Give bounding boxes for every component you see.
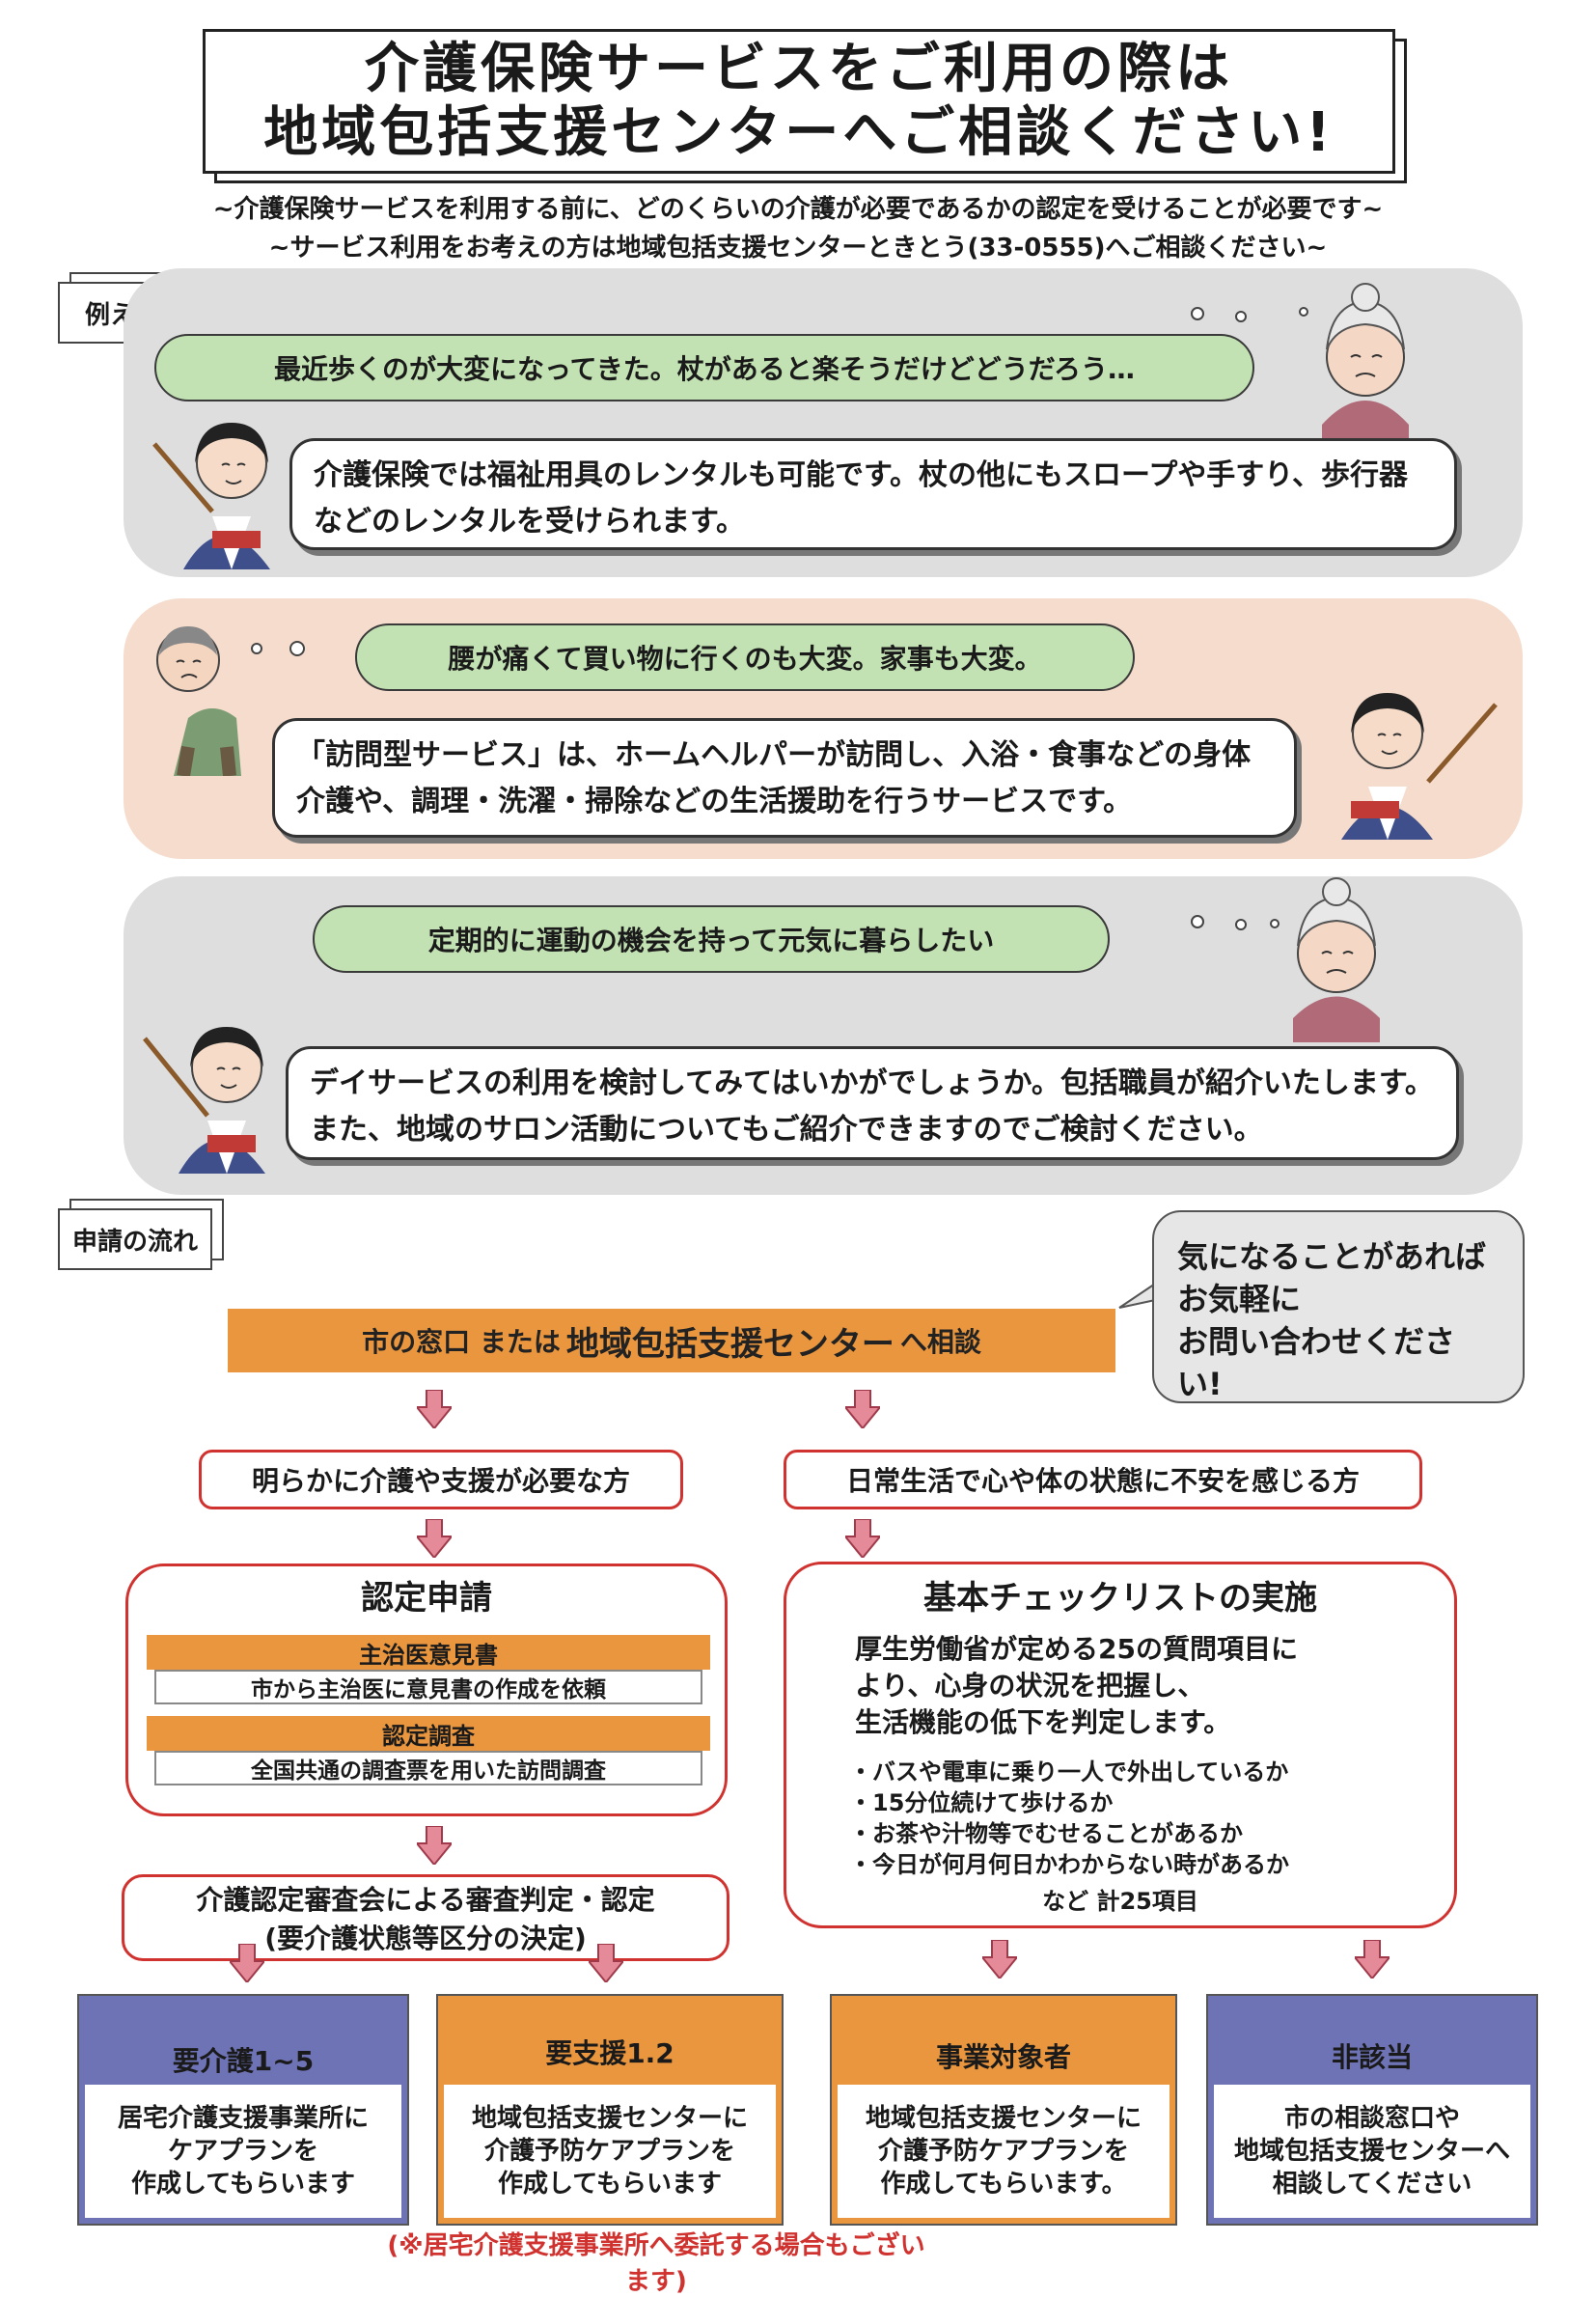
elderly-woman-icon [1293, 877, 1380, 1042]
nintei-title: 認定申請 [361, 1579, 492, 1618]
checklist-box [784, 1562, 1457, 1928]
thought-dot [289, 641, 305, 656]
example-question-1: 最近歩くのが大変になってきた。杖があると楽そうだけどどうだろう… [154, 334, 1254, 401]
consult-suffix: へ相談 [899, 1326, 981, 1358]
review-line-1: 介護認定審査会による審査判定・認定 [196, 1884, 655, 1916]
down-arrow-icon [845, 1519, 880, 1558]
speech-line-1: 気になることがあれば [1177, 1238, 1487, 1275]
inquiry-speech-bubble: 気になることがあれば お気軽に お問い合わせください! [1152, 1210, 1525, 1403]
survey-head: 認定調査 [147, 1716, 710, 1751]
speech-line-3: お問い合わせください! [1177, 1323, 1456, 1402]
consult-prefix: 市の窓口 または [362, 1326, 561, 1358]
checklist-desc-3: 生活機能の低下を判定します。 [855, 1706, 1231, 1738]
doctor-opinion-body: 市から主治医に意見書の作成を依頼 [154, 1670, 702, 1704]
example-answer-3: デイサービスの利用を検討してみてはいかがでしょうか。包括職員が紹介いたします。ま… [286, 1046, 1459, 1160]
down-arrow-icon [1355, 1940, 1390, 1979]
example-answer-1: 介護保険では福祉用具のレンタルも可能です。杖の他にもスロープや手すり、歩行器など… [289, 438, 1457, 550]
thought-dot [1191, 915, 1204, 928]
review-line-2: (要介護状態等区分の決定) [264, 1923, 587, 1954]
consult-center: 地域包括支援センター [565, 1324, 894, 1364]
staff-teacher-icon [152, 423, 270, 569]
branch-anxiety: 日常生活で心や体の状態に不安を感じる方 [784, 1450, 1422, 1509]
checklist-desc-1: 厚生労働省が定める25の質問項目に [855, 1633, 1298, 1665]
review-board-box: 介護認定審査会による審査判定・認定 (要介護状態等区分の決定) [122, 1874, 729, 1961]
checklist-title: 基本チェックリストの実施 [923, 1579, 1317, 1618]
title-line-1: 介護保険サービスをご利用の際は [365, 38, 1233, 100]
example-answer-2: 「訪問型サービス」は、ホームヘルパーが訪問し、入浴・食事などの身体介護や、調理・… [272, 718, 1297, 838]
outcome-support-level: 要支援1.2 地域包括支援センターに 介護予防ケアプランを 作成してもらいます [436, 1994, 784, 2226]
example-question-2: 腰が痛くて買い物に行くのも大変。家事も大変。 [355, 623, 1135, 691]
title-line-2: 地域包括支援センターへご相談ください! [263, 101, 1335, 164]
thought-dot [1191, 307, 1204, 320]
thought-dot [1235, 919, 1247, 930]
down-arrow-icon [417, 1519, 452, 1558]
outcome-body: 居宅介護支援事業所に ケアプランを 作成してもらいます [85, 2085, 401, 2218]
speech-line-2: お気軽に [1177, 1281, 1302, 1317]
outcome-body: 地域包括支援センターに 介護予防ケアプランを 作成してもらいます。 [838, 2085, 1169, 2218]
subtitle-2: ~サービス利用をお考えの方は地域包括支援センターときとう(33-0555)へご相… [268, 234, 1328, 263]
outcome-head: 事業対象者 [935, 2041, 1071, 2073]
outcome-body: 市の相談窓口や 地域包括支援センターへ 相談してください [1214, 2085, 1530, 2218]
down-arrow-icon [589, 1944, 623, 1982]
elderly-man-icon [156, 626, 241, 776]
staff-teacher-icon [1341, 693, 1498, 840]
checklist-footer: など 計25項目 [1042, 1888, 1198, 1915]
thought-dot [1235, 311, 1247, 322]
title-box: 介護保険サービスをご利用の際は 地域包括支援センターへご相談ください! [203, 29, 1395, 174]
down-arrow-icon [230, 1944, 264, 1982]
down-arrow-icon [982, 1940, 1017, 1979]
checklist-desc-2: より、心身の状況を把握し、 [855, 1670, 1205, 1702]
example-question-3: 定期的に運動の機会を持って元気に暮らしたい [313, 905, 1110, 973]
down-arrow-icon [845, 1390, 880, 1428]
thought-dot [251, 643, 262, 654]
checklist-item: ・今日が何月何日かわからない時があるか [849, 1851, 1289, 1878]
branch-needs-care: 明らかに介護や支援が必要な方 [199, 1450, 683, 1509]
checklist-description: 厚生労働省が定める25の質問項目に より、心身の状況を把握し、 生活機能の低下を… [855, 1631, 1434, 1741]
outcome-not-applicable: 非該当 市の相談窓口や 地域包括支援センターへ 相談してください [1206, 1994, 1538, 2226]
checklist-item: ・お茶や汁物等でむせることがあるか [849, 1820, 1243, 1847]
outcome-care-level: 要介護1~5 居宅介護支援事業所に ケアプランを 作成してもらいます [77, 1994, 409, 2226]
down-arrow-icon [417, 1826, 452, 1865]
checklist-item: ・15分位続けて歩けるか [849, 1789, 1114, 1816]
checklist-item: ・バスや電車に乗り一人で外出しているか [849, 1758, 1289, 1785]
thought-dot [1270, 919, 1280, 928]
thought-dot [1299, 307, 1308, 317]
outcome-head: 要介護1~5 [172, 2045, 315, 2077]
elderly-woman-icon [1322, 283, 1409, 444]
staff-teacher-icon [143, 1027, 265, 1174]
down-arrow-icon [417, 1390, 452, 1428]
outcome-head: 要支援1.2 [545, 2037, 674, 2069]
checklist-items: ・バスや電車に乗り一人で外出しているか ・15分位続けて歩けるか ・お茶や汁物等… [849, 1757, 1447, 1880]
outcome-head: 非該当 [1331, 2041, 1413, 2073]
outcome-program-target: 事業対象者 地域包括支援センターに 介護予防ケアプランを 作成してもらいます。 [830, 1994, 1177, 2226]
doctor-opinion-head: 主治医意見書 [147, 1635, 710, 1670]
outcome-body: 地域包括支援センターに 介護予防ケアプランを 作成してもらいます [444, 2085, 776, 2218]
survey-body: 全国共通の調査票を用いた訪問調査 [154, 1751, 702, 1785]
flow-tag: 申請の流れ [58, 1208, 212, 1270]
subtitle-1: ~介護保険サービスを利用する前に、どのくらいの介護が必要であるかの認定を受けるこ… [212, 195, 1384, 224]
delegation-note: (※居宅介護支援事業所へ委託する場合もございます) [387, 2231, 925, 2296]
consult-bar: 市の窓口 または 地域包括支援センター へ相談 [228, 1309, 1115, 1372]
